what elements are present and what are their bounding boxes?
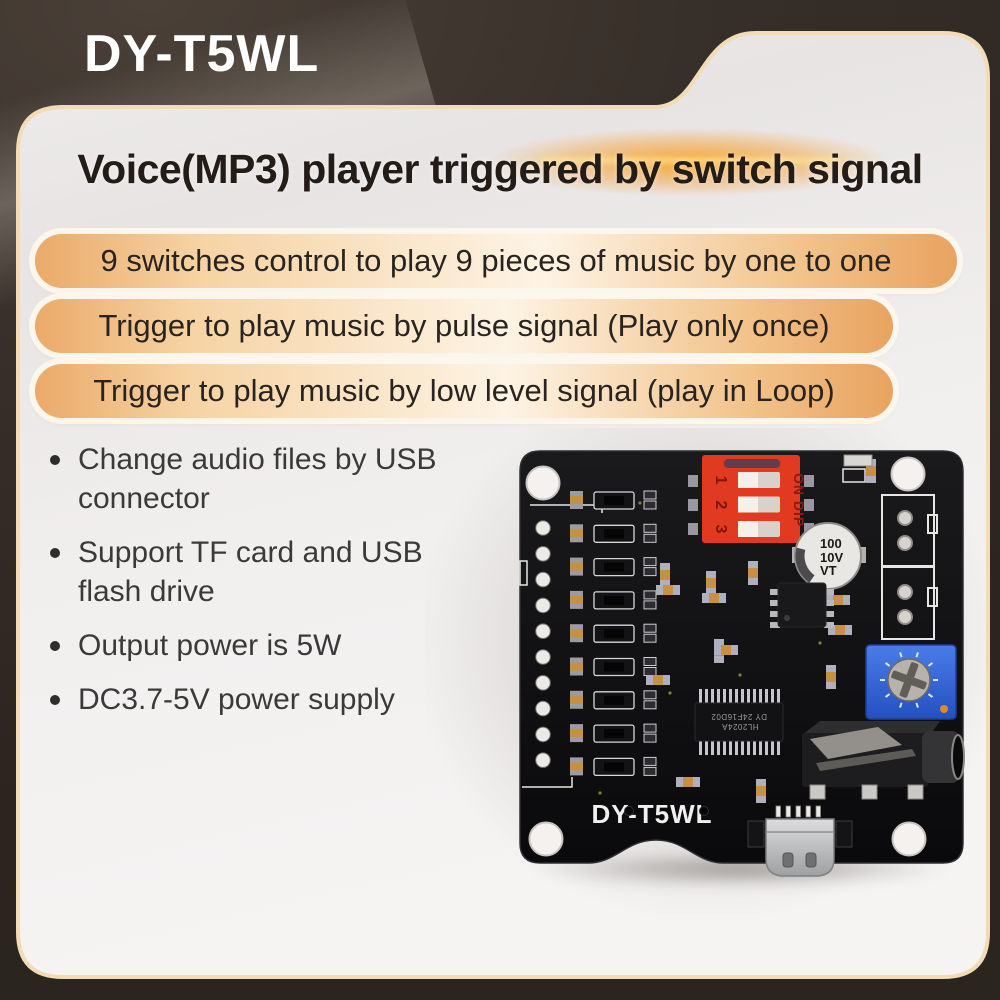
feature-item: Output power is 5W	[48, 626, 468, 665]
dip-number: 1	[712, 476, 729, 485]
bullet-dot	[50, 641, 60, 651]
product-photo-pcb: 1 2 3 ON DIP 100 10V VT	[519, 450, 965, 877]
through-hole-column	[535, 520, 551, 769]
diode-resistor-rows	[570, 490, 657, 777]
feature-text: Change audio files by USB connector	[78, 443, 437, 515]
ssop-chip: HL2024A DY 24F16D02	[694, 689, 784, 755]
bullet-dot	[50, 548, 60, 558]
feature-item: Change audio files by USB connector	[48, 440, 468, 518]
mounting-holes	[525, 456, 927, 857]
feature-banner-1: 9 switches control to play 9 pieces of m…	[35, 234, 957, 288]
feature-banner-3: Trigger to play music by low level signa…	[35, 364, 893, 418]
feature-text: DC3.7-5V power supply	[78, 683, 395, 716]
silkscreen-model-label: DY-T5WL	[591, 799, 712, 829]
dip-switch: 1 2 3 ON DIP	[688, 455, 814, 543]
soic8-chip	[770, 582, 834, 628]
feature-text: Output power is 5W	[78, 629, 342, 662]
electrolytic-capacitor: 100 10V VT	[792, 522, 866, 590]
board-hole	[624, 806, 634, 816]
main-title: Voice(MP3) player triggered by switch si…	[77, 146, 923, 192]
banner-text: Trigger to play music by pulse signal (P…	[98, 308, 830, 343]
capacitor-label: 100 10V VT	[820, 536, 847, 578]
dip-on-label: ON DIP	[791, 473, 807, 527]
dip-sliders	[738, 472, 780, 537]
product-model-title: DY-T5WL	[84, 25, 320, 83]
board-hole	[699, 806, 709, 816]
feature-item: Support TF card and USB flash drive	[48, 533, 468, 611]
volume-trimmer-potentiometer	[865, 644, 957, 720]
ssop-chip-label: HL2024A DY 24F16D02	[711, 712, 767, 731]
micro-usb-connector	[747, 805, 853, 877]
smd-part	[843, 454, 873, 467]
smd-components	[598, 459, 876, 803]
bullet-dot	[50, 695, 60, 705]
banner-text: Trigger to play music by low level signa…	[93, 373, 835, 408]
feature-text: Support TF card and USB flash drive	[78, 536, 423, 608]
feature-list: Change audio files by USB connector Supp…	[48, 440, 468, 734]
speaker-terminal-footprints	[881, 494, 938, 640]
banner-text: 9 switches control to play 9 pieces of m…	[100, 243, 892, 278]
audio-jack	[802, 721, 965, 800]
feature-item: DC3.7-5V power supply	[48, 680, 468, 719]
lens-flare-core	[540, 158, 840, 163]
bullet-dot	[50, 455, 60, 465]
dip-number: 2	[712, 501, 729, 510]
feature-banner-2: Trigger to play music by pulse signal (P…	[35, 299, 893, 353]
dip-number: 3	[712, 525, 729, 534]
